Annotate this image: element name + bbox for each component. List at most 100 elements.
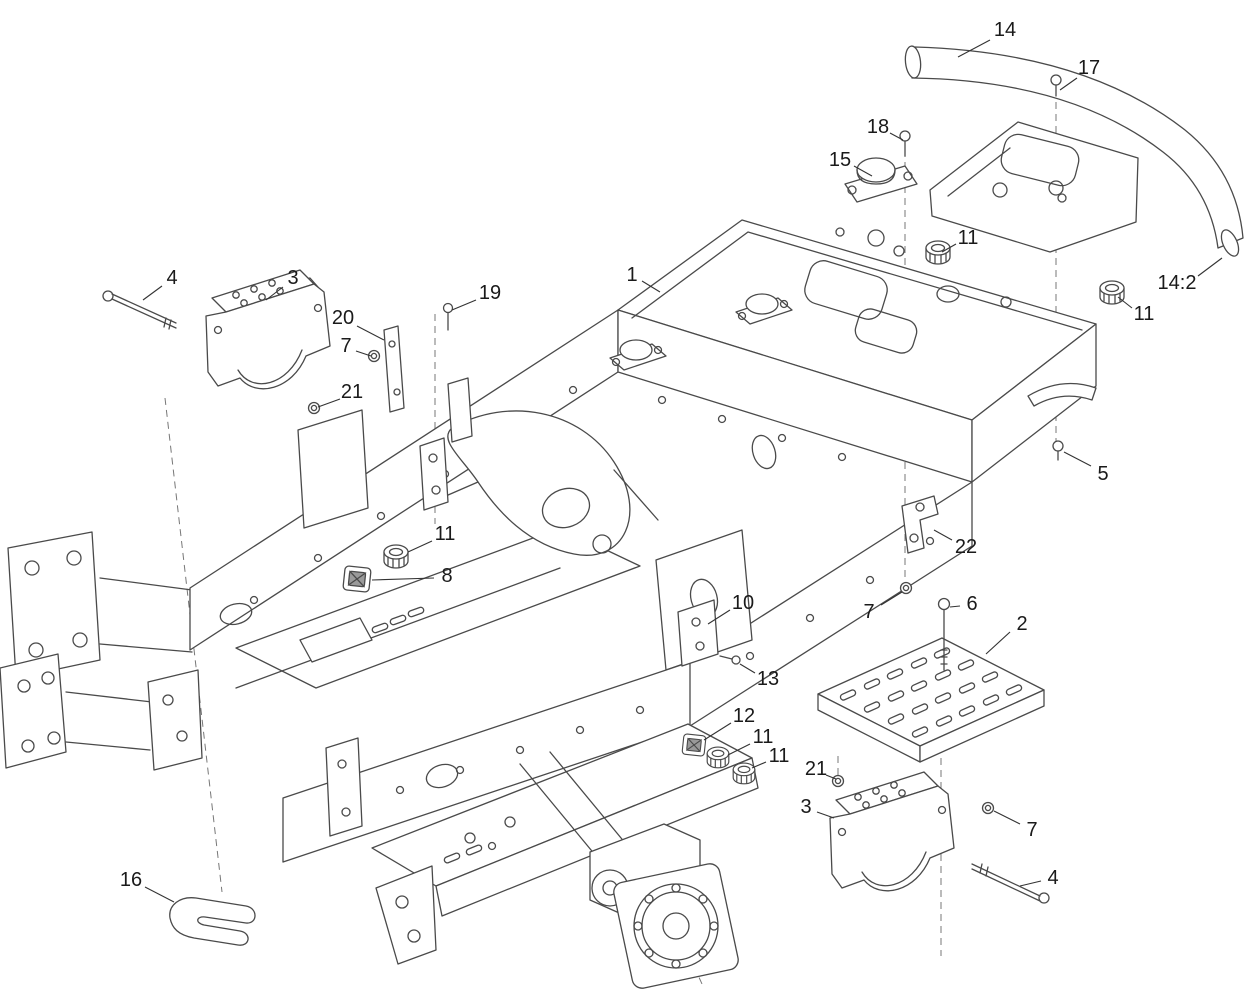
bolt-17 xyxy=(1050,74,1062,97)
center-cross-members xyxy=(235,527,641,689)
callout-leader-line xyxy=(1117,296,1133,309)
callout-label-3: 3 xyxy=(800,796,811,818)
callout-leader-line xyxy=(265,286,284,301)
callout-label-20: 20 xyxy=(332,307,354,329)
callout-label-11: 11 xyxy=(1134,303,1155,325)
bushing-11-d xyxy=(706,746,730,769)
nut-7-mid xyxy=(899,581,913,595)
callout-leader-line xyxy=(317,398,341,408)
bolt-18 xyxy=(899,130,911,157)
hook-16 xyxy=(169,897,256,946)
callout-label-21: 21 xyxy=(341,381,363,403)
callout-label-17: 17 xyxy=(1078,57,1100,79)
callout-label-5: 5 xyxy=(1097,463,1108,485)
callout-label-13: 13 xyxy=(757,668,779,690)
bushing-11-a xyxy=(925,240,951,265)
callout-label-6: 6 xyxy=(966,593,977,615)
callout-leader-line xyxy=(707,609,731,625)
gearbox-assembly xyxy=(375,823,739,989)
callout-leader-line xyxy=(1019,880,1042,887)
callout-label-11: 11 xyxy=(958,227,979,249)
callout-leader-line xyxy=(957,39,991,58)
callout-leader-line xyxy=(407,540,433,553)
caster-bracket-3-top xyxy=(205,269,331,390)
callout-label-7: 7 xyxy=(863,601,874,623)
callout-label-4: 4 xyxy=(166,267,177,289)
callout-label-12: 12 xyxy=(733,705,755,727)
callout-label-16: 16 xyxy=(120,869,142,891)
callout-label-15: 15 xyxy=(829,149,851,171)
nut-21-top xyxy=(307,401,321,415)
bolt-4-bottom xyxy=(971,863,1050,904)
callout-label-19: 19 xyxy=(479,282,501,304)
callout-label-10: 10 xyxy=(732,592,754,614)
caster-bracket-3-bottom xyxy=(829,771,955,892)
bolt-6 xyxy=(937,597,951,671)
callout-label-11: 11 xyxy=(753,726,774,748)
bracket-22 xyxy=(901,495,939,554)
callout-leader-line xyxy=(993,810,1021,825)
callout-leader-line xyxy=(816,811,835,819)
bushing-11-b xyxy=(1099,280,1125,305)
callout-leader-line xyxy=(356,325,385,341)
callout-leader-line xyxy=(949,605,961,608)
callout-label-18: 18 xyxy=(867,116,889,138)
footrest-2 xyxy=(817,637,1045,763)
callout-label-11: 11 xyxy=(435,523,456,545)
callout-leader-line xyxy=(751,761,767,769)
bolt-13 xyxy=(719,655,741,665)
callout-label-4: 4 xyxy=(1047,867,1058,889)
callout-leader-line xyxy=(727,743,751,756)
bracket-10 xyxy=(677,599,719,667)
callout-label-8: 8 xyxy=(441,565,452,587)
callout-label-14: 14 xyxy=(994,19,1016,41)
grab-handle xyxy=(1027,382,1097,407)
bolt-5 xyxy=(1052,440,1064,461)
callout-leader-line xyxy=(703,722,732,741)
callout-leader-line xyxy=(985,631,1011,655)
mount-plate-brackets xyxy=(297,325,473,529)
callout-label-11: 11 xyxy=(769,745,790,767)
plug-8 xyxy=(342,565,372,593)
callout-label-22: 22 xyxy=(955,536,977,558)
callout-leader-line xyxy=(739,663,756,674)
plug-12 xyxy=(681,733,707,757)
callout-label-1: 1 xyxy=(626,264,637,286)
bumper-mount-plate xyxy=(929,121,1139,253)
bushing-11-c xyxy=(383,544,409,569)
front-axle-left xyxy=(0,531,203,771)
engine-mount-front xyxy=(609,339,667,371)
bolt-4-top xyxy=(102,290,177,330)
rear-deck xyxy=(609,219,1097,483)
callout-leader-line xyxy=(355,350,372,357)
callout-leader-line xyxy=(1063,451,1092,467)
callout-label-7: 7 xyxy=(1026,819,1037,841)
isolation-mount-15 xyxy=(844,157,918,203)
callout-label-21: 21 xyxy=(805,758,827,780)
callout-leader-line xyxy=(144,886,175,903)
callout-leader-line xyxy=(853,165,873,177)
callout-leader-line xyxy=(451,299,477,311)
callout-leader-line xyxy=(371,577,435,581)
bottom-deck xyxy=(371,723,759,917)
callout-label-7: 7 xyxy=(340,335,351,357)
callout-label-2: 2 xyxy=(1016,613,1027,635)
axle-support-casting xyxy=(431,410,659,556)
callout-leader-line xyxy=(941,243,957,253)
callout-label-14-2: 14:2 xyxy=(1158,272,1197,294)
bushing-11-e xyxy=(732,762,756,785)
engine-mount-rear xyxy=(735,293,793,325)
callout-leader-line xyxy=(641,280,661,293)
callout-leader-line xyxy=(142,285,163,301)
callout-leader-line xyxy=(825,774,837,780)
callout-label-3: 3 xyxy=(287,267,298,289)
nut-21-bottom xyxy=(831,774,845,788)
callout-leader-line xyxy=(1059,77,1078,91)
callout-leader-line xyxy=(933,529,953,541)
bolt-19 xyxy=(442,302,454,331)
callout-leader-line xyxy=(880,591,903,606)
nut-7-bottom xyxy=(981,801,995,815)
callout-leader-line xyxy=(1197,257,1223,277)
